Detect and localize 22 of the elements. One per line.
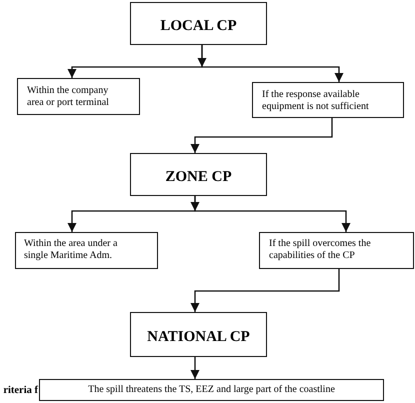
condition-box (15, 232, 158, 269)
condition-text: Within the company area or port terminal (27, 85, 110, 109)
arrow (194, 196, 350, 232)
condition-box (259, 232, 414, 269)
arrow (190, 269, 340, 312)
plan-level-title: NATIONAL CP (147, 328, 250, 346)
plan-level-box (130, 153, 267, 196)
condition-box (17, 78, 140, 115)
condition-box (39, 379, 384, 401)
arrow (201, 45, 344, 82)
condition-text: If the response available equipment is not sufficient (262, 89, 370, 113)
arrow (190, 357, 200, 379)
cut-off-text: riteria f (3, 385, 38, 397)
plan-level-title: LOCAL CP (160, 16, 237, 34)
plan-level-box (130, 2, 267, 45)
arrow (190, 118, 333, 153)
condition-text: The spill threatens the TS, EEZ and large part of the coastline (87, 384, 336, 396)
plan-level-title: ZONE CP (165, 168, 232, 186)
condition-box (252, 82, 404, 118)
plan-level-box (130, 312, 267, 357)
condition-text: Within the area under a single Maritime Adm. (24, 238, 118, 262)
condition-text: If the spill overcomes the capabilities of the CP (269, 238, 372, 262)
